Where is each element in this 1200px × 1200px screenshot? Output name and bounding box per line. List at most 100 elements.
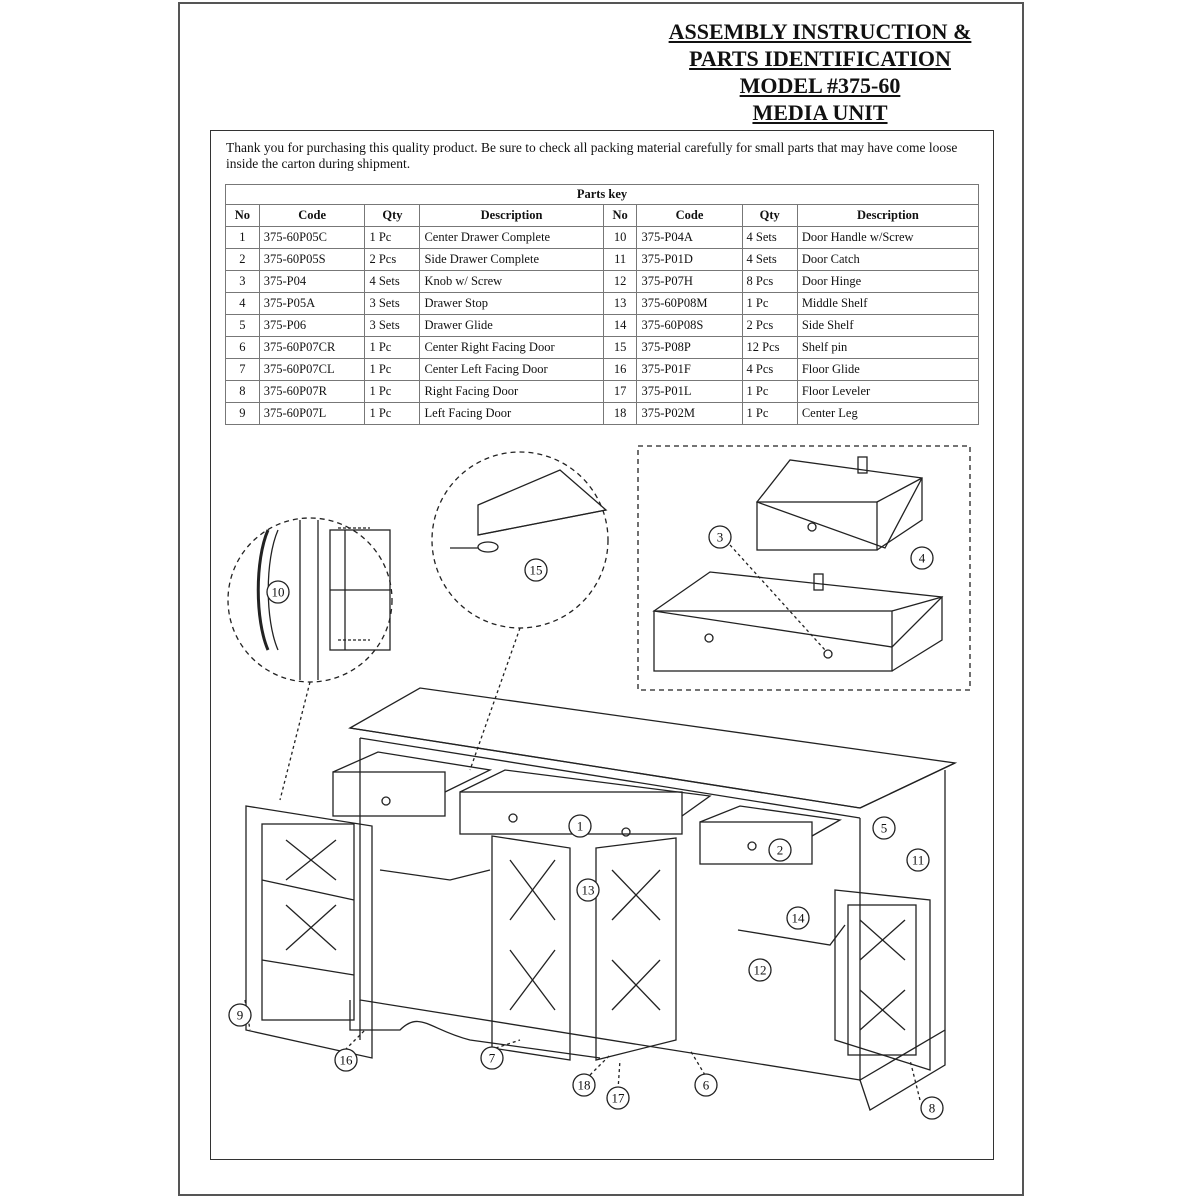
row-description: Center Left Facing Door: [419, 358, 604, 381]
callout-circle-11: [906, 848, 930, 872]
media-unit-cabinet: [245, 687, 958, 1111]
row-description-2: Center Leg: [796, 402, 980, 425]
callout-circle-4: [910, 546, 934, 570]
callout-number-16: 16: [340, 1053, 354, 1068]
leader-lines: [244, 627, 921, 1101]
title-line-4: MEDIA UNIT: [752, 100, 888, 125]
callout-number-1: 1: [577, 819, 584, 834]
row-description: Knob w/ Screw: [419, 270, 604, 293]
callout-circle-14: [786, 906, 810, 930]
row-no-2: 11: [602, 248, 638, 271]
callout-number-10: 10: [272, 585, 285, 600]
callout-number-12: 12: [754, 963, 767, 978]
row-qty-2: 1 Pc: [741, 402, 798, 425]
callout-number-4: 4: [919, 551, 926, 566]
callout-number-17: 17: [612, 1091, 626, 1106]
callout-circle-3: [708, 525, 732, 549]
callout-circle-17: [606, 1086, 630, 1110]
row-code-2: 375-P01F: [636, 358, 743, 381]
title-line-3: MODEL #375-60: [739, 73, 901, 98]
row-qty-2: 1 Pc: [741, 380, 798, 403]
row-qty: 1 Pc: [364, 358, 421, 381]
callout-number-9: 9: [237, 1008, 244, 1023]
header-no-2: No: [602, 204, 638, 227]
row-qty: 3 Sets: [364, 292, 421, 315]
callout-number-18: 18: [578, 1078, 591, 1093]
callout-number-5: 5: [881, 821, 888, 836]
title-line-2: PARTS IDENTIFICATION: [689, 46, 951, 71]
callout-circle-15: [524, 558, 548, 582]
row-description: Center Right Facing Door: [419, 336, 604, 359]
callout-circle-18: [572, 1073, 596, 1097]
row-no-2: 16: [602, 358, 638, 381]
row-code-2: 375-P01D: [636, 248, 743, 271]
row-description-2: Middle Shelf: [796, 292, 980, 315]
row-code-2: 375-P01L: [636, 380, 743, 403]
row-qty-2: 4 Pcs: [741, 358, 798, 381]
callout-number-2: 2: [777, 843, 784, 858]
parts-key-table: Parts key No Code Qty Description No Cod…: [225, 184, 980, 425]
callout-circle-13: [576, 878, 600, 902]
callout-number-13: 13: [582, 883, 595, 898]
row-no-2: 18: [602, 402, 638, 425]
shelf-pin-detail-view: [431, 451, 609, 629]
callout-number-6: 6: [703, 1078, 710, 1093]
callout-number-15: 15: [530, 563, 543, 578]
row-description: Left Facing Door: [419, 402, 604, 425]
row-code-2: 375-P02M: [636, 402, 743, 425]
row-qty: 1 Pc: [364, 336, 421, 359]
row-qty: 3 Sets: [364, 314, 421, 337]
content-panel: [210, 130, 994, 1160]
callout-number-14: 14: [792, 911, 806, 926]
callout-circle-12: [748, 958, 772, 982]
row-description: Center Drawer Complete: [419, 226, 604, 249]
callout-number-7: 7: [489, 1051, 496, 1066]
document-sheet: [178, 2, 1024, 1196]
callout-number-3: 3: [717, 530, 724, 545]
row-description: Drawer Glide: [419, 314, 604, 337]
header-qty-2: Qty: [741, 204, 798, 227]
drawer-detail-view: [637, 445, 971, 691]
callout-circle-16: [334, 1048, 358, 1072]
title-line-1: ASSEMBLY INSTRUCTION &: [668, 19, 972, 44]
callout-circle-2: [768, 838, 792, 862]
row-no: 9: [225, 402, 260, 425]
callout-number-8: 8: [929, 1101, 936, 1116]
row-no-2: 15: [602, 336, 638, 359]
row-description: Drawer Stop: [419, 292, 604, 315]
intro-text: Thank you for purchasing this quality pr…: [226, 140, 958, 171]
row-code-2: 375-P08P: [636, 336, 743, 359]
row-description-2: Door Hinge: [796, 270, 980, 293]
callout-circle-5: [872, 816, 896, 840]
row-code-2: 375-60P08S: [636, 314, 743, 337]
header-description: Description: [419, 204, 604, 227]
row-code: 375-60P07R: [258, 380, 366, 403]
callout-circle-8: [920, 1096, 944, 1120]
row-qty: 1 Pc: [364, 402, 421, 425]
row-code: 375-P04: [258, 270, 366, 293]
row-qty-2: 8 Pcs: [741, 270, 798, 293]
document-title: ASSEMBLY INSTRUCTION & PARTS IDENTIFICAT…: [640, 18, 1000, 126]
callout-circle-10: [266, 580, 290, 604]
callout-circle-9: [228, 1003, 252, 1027]
row-code: 375-60P07CR: [258, 336, 366, 359]
row-no-2: 12: [602, 270, 638, 293]
callout-number-11: 11: [912, 853, 925, 868]
handle-detail-view: [227, 517, 393, 683]
callout-circle-7: [480, 1046, 504, 1070]
callout-circle-6: [694, 1073, 718, 1097]
row-code: 375-60P07L: [258, 402, 366, 425]
callout-circle-1: [568, 814, 592, 838]
